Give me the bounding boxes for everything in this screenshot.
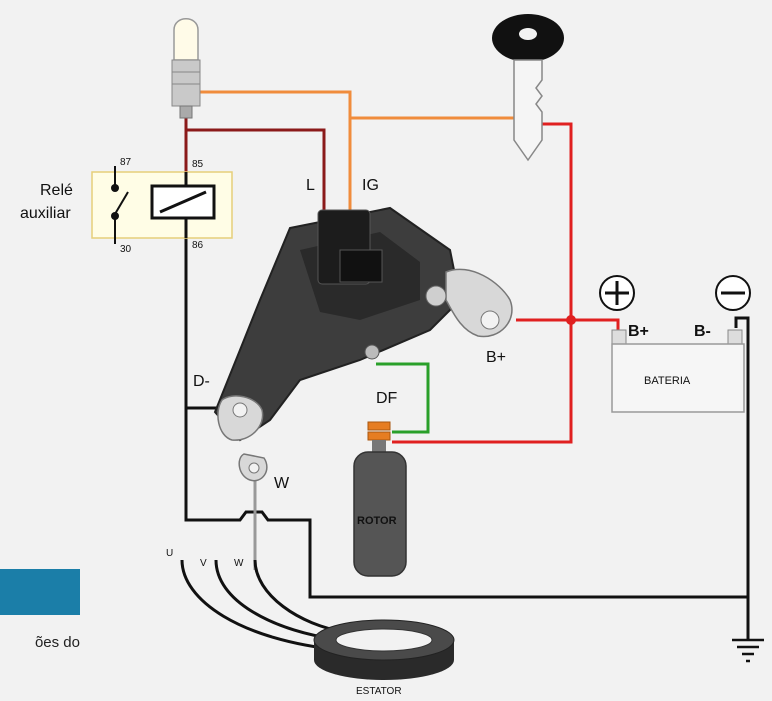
minus-icon [715,275,751,311]
plus-icon [599,275,635,311]
stator-label: ESTATOR [356,686,402,697]
wire-ignition [200,90,352,210]
stator-icon [313,619,455,680]
caption-accent-bar [0,569,80,615]
stator-u-label: U [166,548,173,559]
ig-terminal-label: IG [362,177,379,194]
b-plus-regulator-label: B+ [486,349,506,366]
wire-stator-v [214,559,341,642]
key-icon [492,14,564,162]
df-label: DF [376,390,398,407]
battery-b-minus-label: B- [694,323,711,340]
caption-text: ões do [34,634,80,651]
w-terminal-label: W [274,475,290,492]
regulator-icon [213,206,513,482]
relay-label-line2: auxiliar [20,205,71,222]
pin-87-label: 87 [120,157,132,168]
battery-b-plus-label: B+ [628,323,649,340]
wire-d-minus [184,220,748,599]
d-minus-label: D- [193,373,210,390]
pin-30-label: 30 [120,244,132,255]
wire-battery-positive [392,122,573,444]
wire-battery-ground [734,316,750,640]
l-terminal-label: L [306,177,315,194]
battery-label: BATERIA [644,375,691,387]
ground-icon [732,638,764,663]
pin-86-label: 86 [192,240,204,251]
pin-85-label: 85 [192,159,204,170]
wire-l-terminal [186,128,326,218]
wire-junction [566,315,576,325]
relay-icon [91,166,233,244]
lamp-icon [171,18,201,119]
battery-icon [611,329,745,413]
stator-v-label: V [200,558,207,569]
wire-stator-u [180,559,341,652]
wire-b-plus-link [516,318,620,330]
stator-w-label: W [234,558,244,569]
relay-label-line1: Relé [40,182,73,199]
rotor-label: ROTOR [357,515,397,527]
rotor-icon [353,421,407,577]
wire-field [376,362,430,434]
